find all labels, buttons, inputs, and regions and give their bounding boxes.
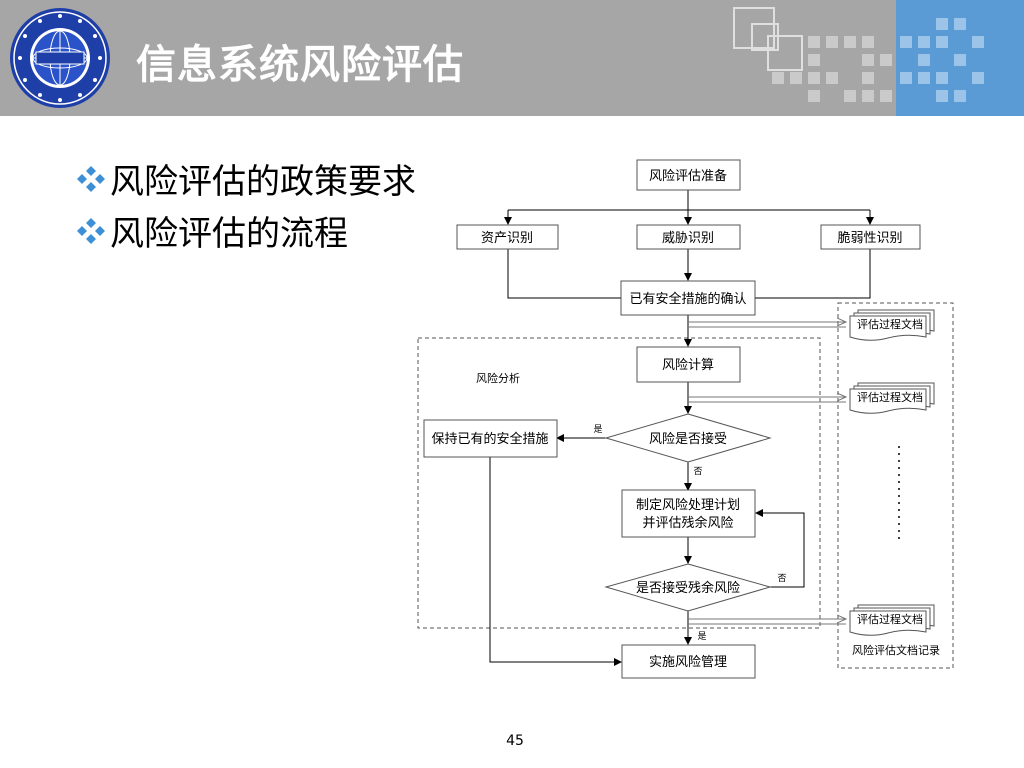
yes-label-accept: 是 bbox=[593, 424, 602, 435]
diamond-bullet-icon bbox=[77, 166, 105, 192]
flow-connectors bbox=[489, 190, 874, 666]
vuln-label: 脆弱性识别 bbox=[837, 230, 902, 246]
keep-box bbox=[423, 419, 558, 458]
bullet-text: 风险评估的流程 bbox=[110, 213, 348, 254]
doc-connectors bbox=[688, 322, 846, 625]
asset-box bbox=[456, 224, 559, 250]
implement-box bbox=[621, 644, 756, 679]
plan-label-line1: 制定风险处理计划 bbox=[636, 498, 740, 513]
plan-box bbox=[621, 489, 756, 538]
plan-label-line2: 并评估残余风险 bbox=[642, 515, 733, 531]
accept-decision bbox=[604, 413, 772, 463]
yes-label-residual: 是 bbox=[697, 631, 706, 642]
header-decor-squares bbox=[733, 7, 984, 102]
threat-label: 威胁识别 bbox=[662, 231, 714, 246]
cnitsec-logo bbox=[10, 8, 110, 108]
slide-header: 信息系统风险评估 bbox=[0, 0, 1024, 116]
bullet-text: 风险评估的政策要求 bbox=[110, 161, 416, 202]
prepare-label: 风险评估准备 bbox=[649, 168, 727, 184]
confirm-label: 已有安全措施的确认 bbox=[629, 291, 746, 307]
doc-label-1: 评估过程文档 bbox=[857, 317, 923, 331]
doc-stack-2 bbox=[849, 382, 935, 414]
confirm-box bbox=[620, 280, 756, 316]
doc-stack-1 bbox=[849, 309, 935, 341]
bullet-item: 风险评估的政策要求 bbox=[74, 152, 416, 204]
analysis-region-label: 风险分析 bbox=[476, 371, 520, 385]
documentation-region bbox=[837, 302, 954, 669]
diamond-bullet-icon bbox=[77, 218, 105, 244]
doc-label-2: 评估过程文档 bbox=[857, 390, 923, 404]
risk-analysis-region bbox=[417, 337, 821, 629]
calc-box bbox=[636, 346, 741, 383]
doc-label-3: 评估过程文档 bbox=[857, 612, 923, 626]
page-number: 45 bbox=[506, 733, 524, 749]
accept-question-label: 风险是否接受 bbox=[649, 431, 727, 447]
prepare-box bbox=[636, 159, 741, 191]
doc-record-label: 风险评估文档记录 bbox=[852, 643, 940, 657]
asset-label: 资产识别 bbox=[481, 231, 533, 246]
calc-label: 风险计算 bbox=[662, 358, 714, 373]
residual-question-label: 是否接受残余风险 bbox=[636, 580, 740, 596]
bullet-list: 风险评估的政策要求 风险评估的流程 bbox=[74, 152, 416, 256]
residual-decision bbox=[604, 563, 772, 612]
threat-box bbox=[636, 224, 741, 250]
implement-label: 实施风险管理 bbox=[649, 655, 727, 670]
doc-stack-3 bbox=[849, 604, 935, 636]
vuln-box bbox=[820, 224, 921, 250]
keep-label: 保持已有的安全措施 bbox=[431, 431, 548, 447]
slide-title: 信息系统风险评估 bbox=[136, 42, 464, 88]
no-label-residual: 否 bbox=[777, 573, 786, 584]
bullet-item: 风险评估的流程 bbox=[74, 204, 416, 256]
vertical-ellipsis bbox=[898, 446, 900, 539]
no-label-accept: 否 bbox=[693, 466, 702, 477]
